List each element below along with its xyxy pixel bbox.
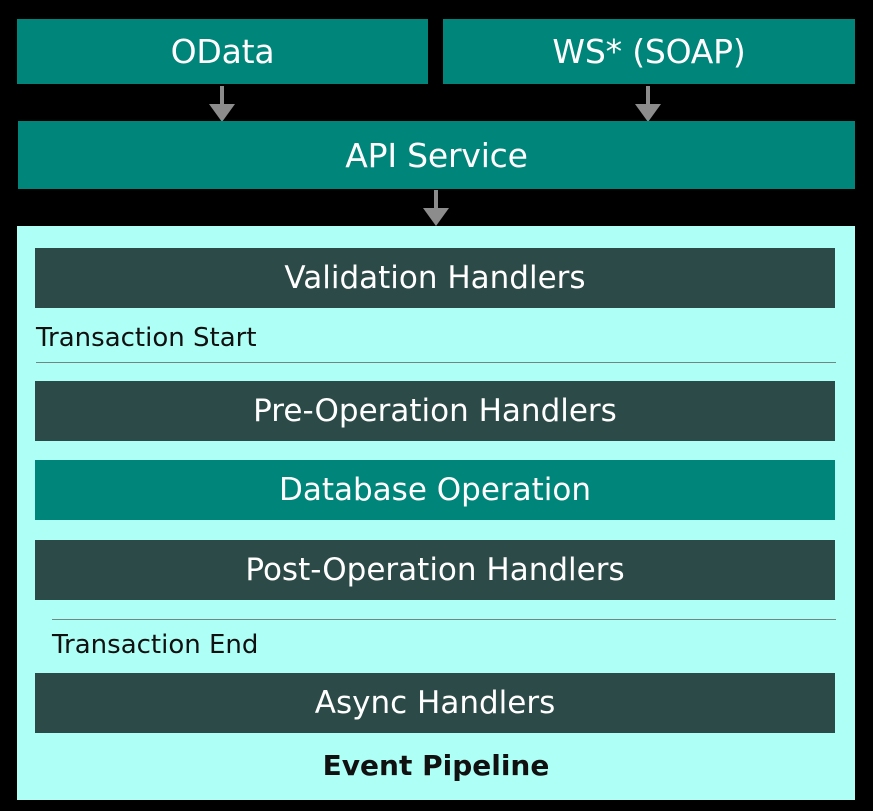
odata-label: OData xyxy=(170,32,275,71)
arrow-shaft xyxy=(220,86,224,106)
api-service-label: API Service xyxy=(345,135,528,175)
stage-label: Validation Handlers xyxy=(284,260,586,296)
transaction-start-divider xyxy=(36,362,836,363)
stage-label: Post-Operation Handlers xyxy=(245,552,625,588)
ws-soap-label: WS* (SOAP) xyxy=(552,32,746,71)
arrow-head xyxy=(635,104,661,122)
arrow-head xyxy=(423,208,449,226)
arrow-shaft xyxy=(646,86,650,106)
arrow-head xyxy=(209,104,235,122)
transaction-end-label: Transaction End xyxy=(52,630,259,660)
stage-label: Pre-Operation Handlers xyxy=(253,393,617,429)
event-pipeline-caption: Event Pipeline xyxy=(322,749,550,782)
odata-box: OData xyxy=(17,19,428,84)
ws-soap-box: WS* (SOAP) xyxy=(443,19,855,84)
stage-post-operation-handlers: Post-Operation Handlers xyxy=(35,540,835,600)
api-service-box: API Service xyxy=(18,121,855,189)
stage-validation-handlers: Validation Handlers xyxy=(35,248,835,308)
stage-label: Database Operation xyxy=(278,472,592,508)
stage-label: Async Handlers xyxy=(314,685,556,721)
down-arrow-icon-ws-soap-to-api-service xyxy=(635,86,661,122)
stage-pre-operation-handlers: Pre-Operation Handlers xyxy=(35,381,835,441)
transaction-end-divider xyxy=(52,619,836,620)
down-arrow-icon-api-service-to-event-pipeline xyxy=(423,190,449,226)
down-arrow-icon-odata-to-api-service xyxy=(209,86,235,122)
stage-database-operation: Database Operation xyxy=(35,460,835,520)
transaction-start-label: Transaction Start xyxy=(36,323,257,353)
event-pipeline-container: Validation Handlers Transaction Start Pr… xyxy=(17,226,855,800)
stage-async-handlers: Async Handlers xyxy=(35,673,835,733)
arrow-shaft xyxy=(434,190,438,210)
